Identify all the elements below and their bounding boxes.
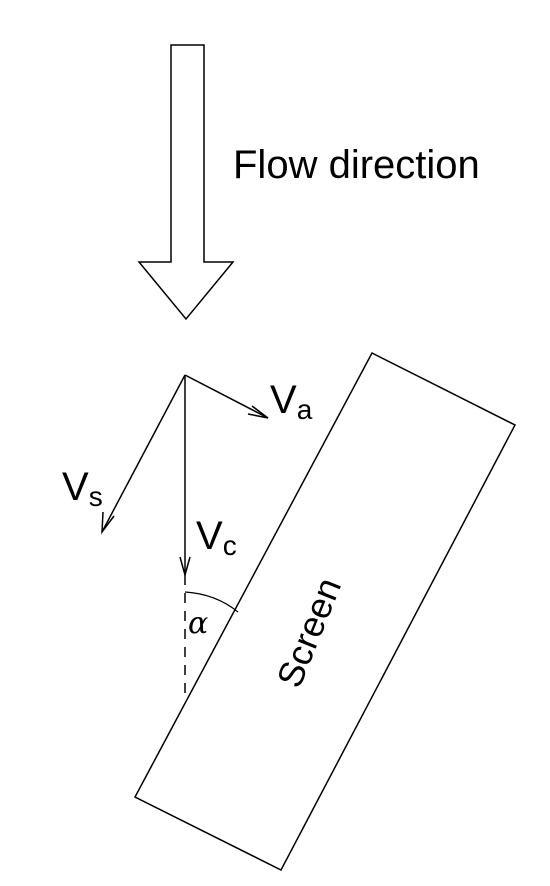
flow-arrow-shape (137, 44, 235, 321)
flow-direction-arrow (137, 44, 235, 321)
vs-vector-line (101, 374, 186, 533)
screen (133, 352, 517, 871)
vs-arrowhead-icon (101, 511, 115, 535)
flow-direction-label: Flow direction (233, 143, 480, 187)
screen-rectangle (133, 352, 517, 871)
screen-label: Screen (268, 572, 349, 693)
alpha-angle-label: α (188, 606, 208, 641)
va-vector-line (184, 374, 269, 419)
vc-label: Vc (196, 514, 237, 561)
vs-label: Vs (62, 465, 103, 512)
vector-origin-group (101, 374, 269, 698)
va-label: Va (270, 378, 313, 425)
va-arrowhead-icon (247, 405, 269, 419)
alpha-angle-arc (184, 591, 239, 613)
